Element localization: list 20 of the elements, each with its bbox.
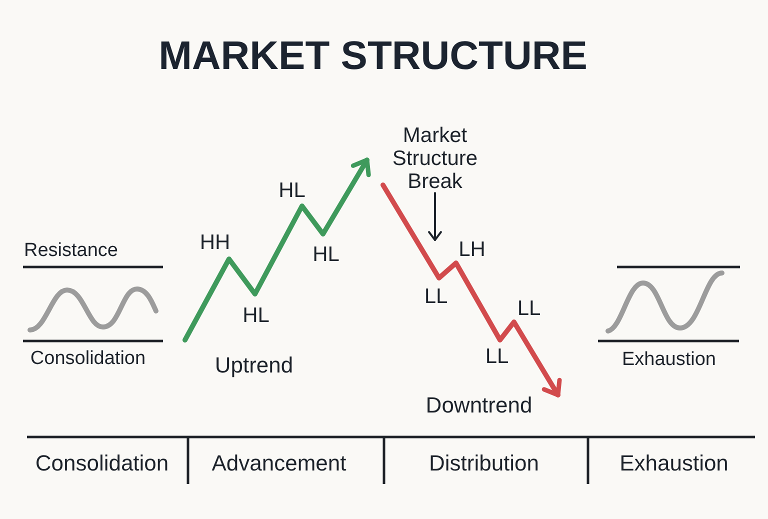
trend-label: Downtrend xyxy=(426,391,532,419)
exhaustion-label: Exhaustion xyxy=(622,348,716,372)
callout-text: Market Structure Break xyxy=(390,124,480,193)
swing-label: HH xyxy=(200,230,230,256)
swing-label: LL xyxy=(424,284,448,310)
phase-label: Distribution xyxy=(428,449,540,477)
swing-label: HL xyxy=(312,242,340,268)
swing-label: LL xyxy=(517,296,541,322)
swing-label: LL xyxy=(485,344,509,370)
phase-label: Advancement xyxy=(212,449,346,477)
phase-label: Consolidation xyxy=(35,449,169,477)
swing-label: HL xyxy=(242,302,270,329)
consolidation-label: Consolidation xyxy=(30,347,146,371)
title: MARKET STRUCTURE xyxy=(158,33,588,80)
phase-label: Exhaustion xyxy=(620,449,728,477)
resistance-label: Resistance xyxy=(24,239,118,263)
swing-label: LH xyxy=(458,236,486,263)
swing-label: HL xyxy=(278,178,306,204)
leader-arrow xyxy=(428,192,442,241)
trend-label: Uptrend xyxy=(214,351,294,379)
